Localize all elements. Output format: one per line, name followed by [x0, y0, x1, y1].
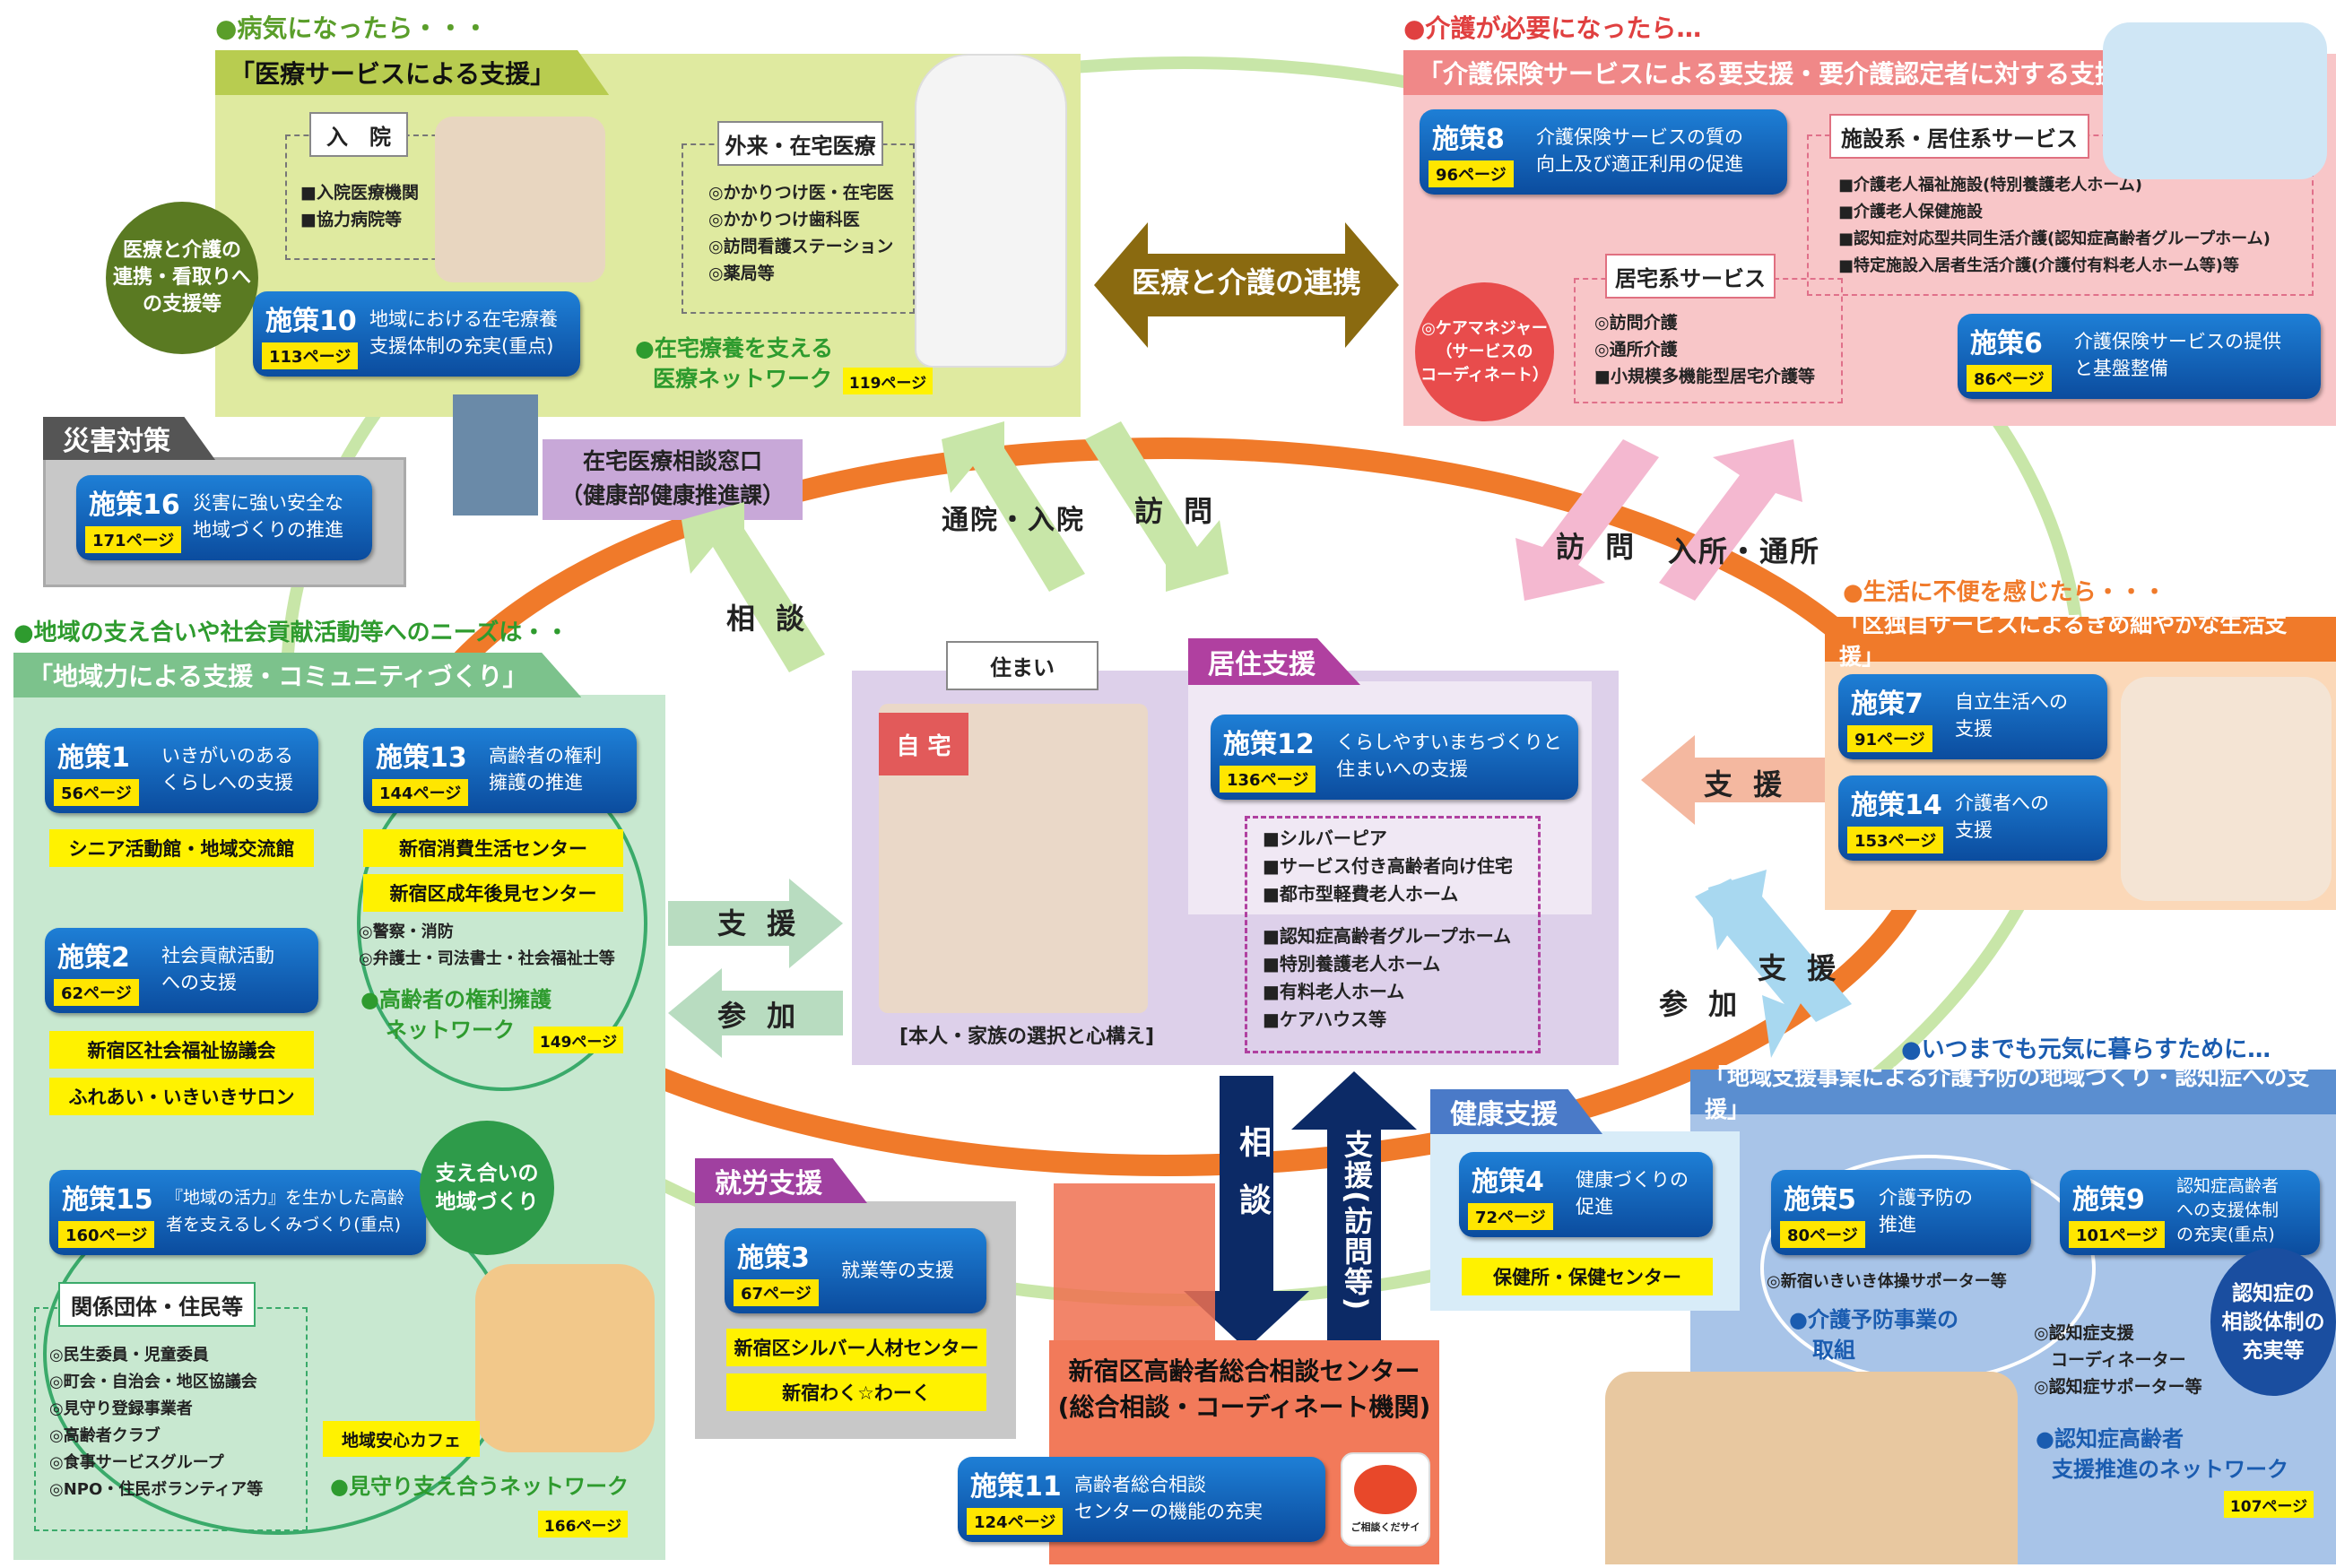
- home-service-label: 居宅系サービス: [1605, 254, 1776, 299]
- prevent-banner: 「地域支援事業による介護予防の地域づくり・認知症への支援」: [1690, 1064, 2336, 1122]
- waku-work-badge: 新宿わく☆わーく: [726, 1373, 986, 1411]
- facility-label: 施設系・居住系サービス: [1829, 114, 2089, 159]
- disaster-tag: 災害対策: [43, 417, 215, 460]
- home-medical-network: ●在宅療養を支える 医療ネットワーク: [635, 335, 834, 392]
- medical-care-link-arrow: [1094, 222, 1399, 348]
- arrow-label-support-visit: 支援(訪問等): [1340, 1130, 1374, 1312]
- outpatient-list: ◎かかりつけ医・在宅医◎かかりつけ歯科医◎訪問看護ステーション◎薬局等: [708, 183, 894, 283]
- arrow-label-support-community: 支 援: [717, 906, 802, 940]
- consumer-center-badge: 新宿消費生活センター: [363, 829, 623, 867]
- arrow-label-consult-1: 相 談: [726, 602, 811, 636]
- arrow-label-visit-1: 訪 問: [1134, 494, 1219, 528]
- rights-network-page: 149ページ: [534, 1027, 623, 1053]
- group-label: 関係団体・住民等: [58, 1282, 256, 1327]
- rights-items: ◎警察・消防◎弁護士・司法書士・社会福祉士等: [359, 923, 615, 968]
- arrow-label-consult-2: 相 談: [1234, 1125, 1271, 1223]
- consult-logo: ご相談くだサイ: [1341, 1452, 1430, 1546]
- care-heading: ●介護が必要になったら…: [1403, 13, 1702, 43]
- arrow-label-support-life: 支 援: [1704, 767, 1788, 801]
- medical-heading: ●病気になったら・・・: [215, 13, 489, 43]
- arrow-label-participate-community: 参 加: [717, 999, 802, 1033]
- mutual-support-circle: 支え合いの地域づくり: [420, 1121, 554, 1255]
- prevention-network: ●介護予防事業の取組: [1789, 1307, 1958, 1363]
- rights-network: ●高齢者の権利擁護 ネットワーク: [360, 987, 551, 1043]
- arrow-label-participate-prevent: 参 加: [1659, 987, 1743, 1021]
- prevention-illustration: [1605, 1372, 2018, 1564]
- prevent-heading: ●いつまでも元気に暮らすために…: [1901, 1036, 2271, 1063]
- care-banner: 「介護保険サービスによる要支援・要介護認定者に対する支援」: [1403, 50, 2200, 95]
- inpatient-label: 入 院: [309, 112, 408, 157]
- consult-mascot-icon: [1354, 1465, 1417, 1514]
- doctor-illustration: [915, 54, 1067, 368]
- outpatient-label: 外来・在宅医療: [717, 121, 883, 166]
- building-illustration: [453, 394, 538, 515]
- elderly-couple-illustration: [475, 1264, 655, 1452]
- inpatient-list: ■入院医療機関■協力病院等: [300, 183, 419, 230]
- hospital-bed-illustration: [435, 117, 605, 282]
- facility-list: ■介護老人福祉施設(特別養護老人ホーム)■介護老人保健施設■認知症対応型共同生活…: [1838, 176, 2271, 275]
- watch-network: ●見守り支え合うネットワーク: [330, 1474, 629, 1499]
- watch-network-page: 166ページ: [538, 1511, 628, 1538]
- health-center-badge: 保健所・保健センター: [1462, 1258, 1713, 1295]
- housing-list-frame: [1245, 816, 1541, 1053]
- salon-badge: ふれあい・いきいきサロン: [49, 1078, 314, 1115]
- sumai-label: 住まい: [946, 641, 1099, 690]
- arrow-label-support-prevent: 支 援: [1758, 951, 1842, 985]
- arrow-label-visit-2: 訪 問: [1556, 530, 1640, 564]
- senior-center-badge: シニア活動館・地域交流館: [49, 829, 314, 867]
- work-tag: 就労支援: [695, 1158, 867, 1203]
- arrow-label-visit-hospital: 通院・入院: [942, 505, 1085, 536]
- community-heading: ●地域の支え合いや社会貢献活動等へのニーズは・・: [13, 619, 569, 646]
- arrow-label-admission: 入所・通所: [1668, 534, 1821, 568]
- housing-list: ■シルバーピア■サービス付き高齢者向け住宅■都市型軽費老人ホーム ■認知症高齢者…: [1263, 827, 1513, 1030]
- silver-center-badge: 新宿区シルバー人材センター: [726, 1329, 986, 1366]
- center-building-illustration: [1054, 1183, 1215, 1340]
- guardianship-center-badge: 新宿区成年後見センター: [363, 874, 623, 912]
- care-manager-circle: ◎ケアマネジャー（サービスのコーディネート）: [1415, 282, 1554, 421]
- family-caption: [本人・家族の選択と心構え]: [899, 1026, 1155, 1048]
- dementia-network: ●認知症高齢者支援推進のネットワーク: [2036, 1426, 2288, 1482]
- home-service-list: ◎訪問介護◎通所介護■小規模多機能型居宅介護等: [1594, 313, 1815, 386]
- life-heading: ●生活に不便を感じたら・・・: [1843, 579, 2167, 606]
- community-banner: 「地域力による支援・コミュニティづくり」: [13, 653, 582, 697]
- medical-care-cooperation-circle: 医療と介護の連携・看取りへの支援等: [106, 202, 258, 354]
- medical-banner: 「医療サービスによる支援」: [215, 50, 610, 95]
- social-welfare-council-badge: 新宿区社会福祉協議会: [49, 1031, 314, 1069]
- medical-care-link-label: 医療と介護の連携: [1131, 265, 1361, 299]
- dementia-network-page: 107ページ: [2224, 1491, 2314, 1518]
- network-page-badge: 119ページ: [843, 368, 933, 394]
- dementia-items: ◎認知症支援 コーディネーター◎認知症サポーター等: [2034, 1323, 2202, 1397]
- jitaku-label: 自 宅: [879, 713, 968, 775]
- residence-support-tag: 居住支援: [1188, 638, 1360, 685]
- dementia-consult-circle: 認知症の相談体制の充実等: [2210, 1248, 2336, 1396]
- health-tag: 健康支援: [1430, 1089, 1602, 1134]
- life-banner: 「区独自サービスによるきめ細やかな生活支援」: [1825, 611, 2336, 670]
- group-list: ◎民生委員・児童委員◎町会・自治会・地区協議会◎見守り登録事業者◎高齢者クラブ◎…: [49, 1346, 264, 1499]
- center-title: 新宿区高齢者総合相談センター(総合相談・コーディネート機関): [1057, 1356, 1431, 1422]
- community-cafe-badge: 地域安心カフェ: [323, 1421, 480, 1457]
- home-medical-consultation-desk[interactable]: 在宅医療相談窓口（健康部健康推進課）: [543, 439, 803, 520]
- life-support-illustration: [2121, 677, 2332, 901]
- care-worker-illustration: [2103, 22, 2327, 179]
- prevention-item: ◎新宿いきいき体操サポーター等: [1767, 1272, 2007, 1291]
